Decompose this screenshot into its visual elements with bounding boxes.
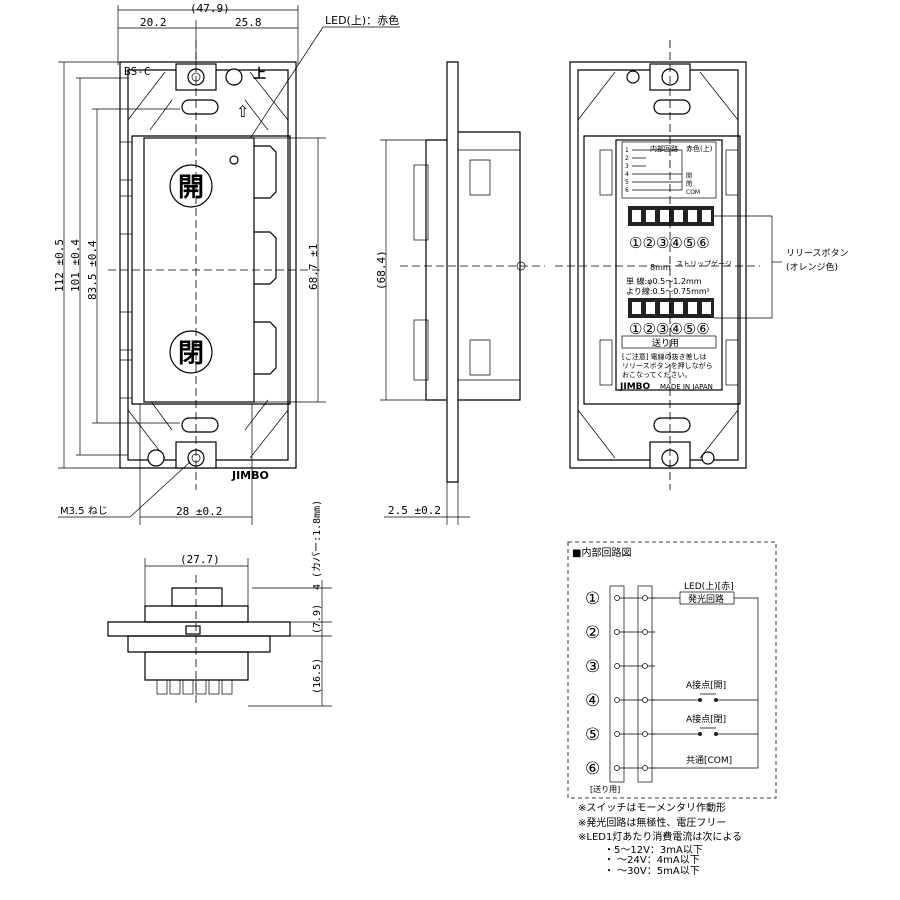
send-label: 送り用 — [652, 337, 679, 349]
terminal-numbers-bottom: ①②③④⑤⑥ — [629, 320, 710, 338]
side-view: (68.4) 2.5 ±0.2 — [375, 61, 545, 525]
back-view: 内部回路 赤色(上) 1 2 3 4 5 6 開 閉 COM ①②③④⑤⑥ 8m… — [555, 40, 849, 490]
back-open: 開 — [686, 173, 692, 180]
dim-height-112: 112 ±0.5 — [53, 239, 66, 292]
circuit-terminal: ② — [585, 623, 600, 643]
row-num: 5 — [625, 179, 629, 186]
dim-left: 20.2 — [140, 16, 167, 29]
button-open-label: 開 — [178, 173, 204, 203]
bottom-view: (27.7) 4 (カバー:1.8mm) (7.9) (16.5) — [107, 500, 332, 707]
note-current-30v: ・ ～30V：5mA以下 — [604, 865, 700, 877]
circuit-led-box: 発光回路 — [688, 593, 724, 605]
common-label: 共通[COM] — [686, 755, 732, 766]
caution-2: リリースボタンを押しながら — [622, 361, 713, 370]
made-in: MADE IN JAPAN — [660, 383, 713, 391]
dim-7-9: (7.9) — [312, 604, 323, 634]
row-num: 2 — [625, 155, 629, 162]
back-close: 閉 — [686, 181, 692, 188]
wire-stranded: より線:0.5～0.75mm² — [626, 286, 710, 296]
row-num: 4 — [625, 171, 629, 178]
terminal-numbers-top: ①②③④⑤⑥ — [629, 234, 710, 252]
dim-bottom-width: (27.7) — [180, 553, 220, 566]
dim-16-5: (16.5) — [312, 658, 323, 694]
note-current-12v: ・5～12V：3mA以下 — [604, 844, 703, 856]
brand-front: JIMBO — [231, 469, 269, 482]
circuit-led-label: LED(上)[赤] — [684, 581, 734, 592]
circuit-title: ■内部回路図 — [572, 546, 631, 559]
notes: ※スイッチはモーメンタリ作動形 ※発光回路は無極性、電圧フリー ※LED1灯あた… — [578, 802, 898, 877]
row-num: 6 — [625, 187, 629, 194]
front-view: (47.9) 20.2 25.8 LED(上)：赤色 BS-C 上 ⇧ — [53, 2, 400, 525]
dim-height-101: 101 ±0.4 — [69, 239, 82, 292]
note-momentary: ※スイッチはモーメンタリ作動形 — [578, 803, 726, 814]
brand-back: JIMBO — [619, 382, 651, 392]
screw-label: M3.5 ねじ — [60, 505, 108, 517]
note-nonpolar: ※発光回路は無極性、電圧フリー — [578, 817, 727, 829]
circuit-diagram: ■内部回路図 ① ② ③ ④ ⑤ ⑥ LED(上)[赤] — [567, 541, 777, 799]
back-panel-title: 内部回路 — [650, 144, 678, 153]
dim-top: (47.9) — [190, 2, 230, 15]
caution-1: [ご注意] 電線の抜き差しは — [622, 352, 707, 361]
back-led-red: 赤色(上) — [686, 144, 713, 153]
circuit-terminal: ③ — [585, 657, 600, 677]
send-label-circuit: [送り用] — [590, 784, 620, 794]
row-num: 1 — [625, 147, 629, 154]
dim-width-28: 28 ±0.2 — [176, 505, 222, 518]
dim-height-68: 68.7 ±1 — [307, 244, 320, 290]
contact-4: A接点[開] — [686, 679, 726, 691]
dim-side-height: (68.4) — [375, 250, 388, 290]
note-current: ※LED1灯あたり消費電流は次による — [578, 832, 743, 843]
strip-mm: 8mm — [650, 263, 671, 272]
dim-thickness: 2.5 ±0.2 — [388, 504, 441, 517]
caution-3: おこなってください。 — [622, 371, 691, 379]
circuit-terminal: ① — [585, 589, 600, 609]
button-close-label: 閉 — [178, 339, 204, 369]
dim-height-83: 83.5 ±0.4 — [86, 240, 99, 300]
row-num: 3 — [625, 163, 629, 170]
circuit-terminal: ④ — [585, 691, 600, 711]
release-label: リリースボタン — [786, 248, 849, 259]
model-label: BS-C — [124, 65, 151, 78]
up-arrow-icon: ⇧ — [236, 102, 249, 121]
contact-5: A接点[閉] — [686, 713, 726, 725]
dim-right: 25.8 — [235, 16, 262, 29]
dim-cover: 4 (カバー:1.8mm) — [311, 500, 323, 590]
up-mark: 上 — [253, 67, 266, 82]
wire-single: 単 線:φ0.5～1.2mm — [626, 276, 702, 286]
release-color: (オレンジ色) — [786, 261, 838, 273]
circuit-terminal: ⑤ — [585, 725, 600, 745]
note-current-24v: ・ ～24V：4mA以下 — [604, 855, 700, 866]
strip-label: ストリップゲージ — [676, 259, 732, 268]
circuit-terminal: ⑥ — [585, 759, 600, 779]
back-com: COM — [686, 189, 700, 196]
led-label: LED(上)：赤色 — [325, 13, 399, 27]
